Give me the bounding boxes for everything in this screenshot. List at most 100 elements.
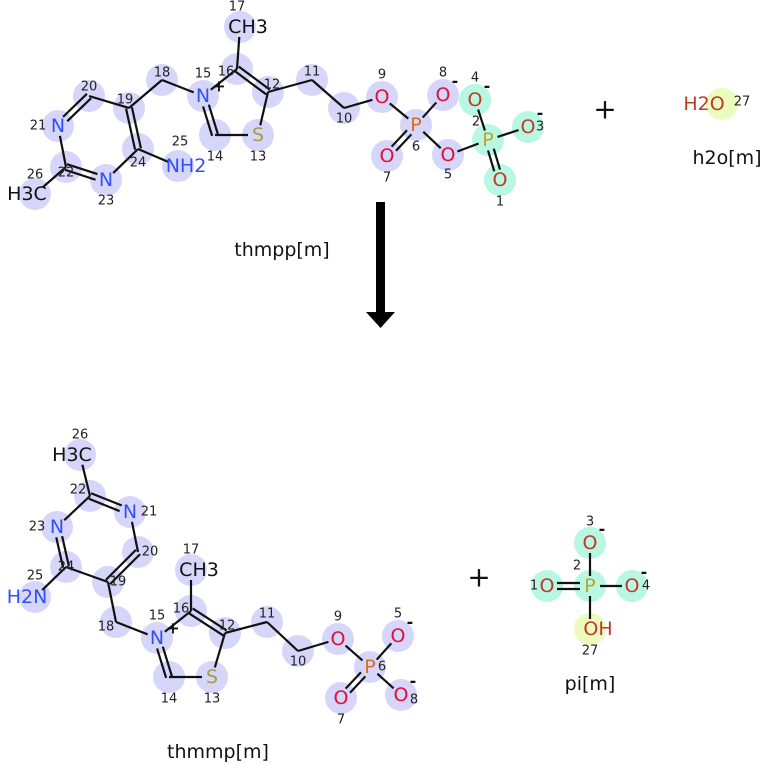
atom-number: 10 bbox=[290, 655, 307, 670]
atom-label: P bbox=[410, 114, 421, 136]
atom-highlight bbox=[187, 80, 219, 112]
atom-number: 1 bbox=[530, 579, 538, 594]
atom-label: O bbox=[441, 144, 456, 166]
double-bond bbox=[390, 129, 413, 152]
single-bond bbox=[58, 135, 68, 168]
atom-label: N bbox=[150, 627, 164, 649]
atom-label: O bbox=[468, 89, 483, 111]
atom-number: 4 bbox=[642, 579, 650, 594]
atom-highlight bbox=[242, 119, 274, 151]
atom-number: 2 bbox=[573, 559, 581, 574]
atom-highlight bbox=[196, 661, 228, 693]
atom-number: 25 bbox=[27, 569, 44, 584]
double-bond bbox=[202, 104, 219, 137]
double-bond bbox=[88, 492, 123, 513]
atom-number: 15 bbox=[195, 67, 212, 82]
atom-label: O bbox=[391, 625, 406, 647]
atom-highlight bbox=[616, 570, 648, 602]
atom-number: 14 bbox=[161, 692, 178, 707]
charge-minus: - bbox=[452, 72, 459, 91]
atom-number: 20 bbox=[81, 80, 98, 95]
atom-number: 19 bbox=[110, 575, 127, 590]
atom-number: 26 bbox=[27, 168, 44, 183]
atom-label: S bbox=[252, 124, 264, 146]
double-bond bbox=[188, 607, 228, 637]
double-bond bbox=[124, 107, 143, 150]
atom-label: N bbox=[123, 501, 137, 523]
atom-number: 22 bbox=[70, 483, 87, 498]
charge-plus: + bbox=[166, 619, 179, 638]
atom-number: 23 bbox=[29, 520, 46, 535]
atom-number: 27 bbox=[734, 95, 751, 110]
single-bond bbox=[422, 131, 442, 149]
atom-label: O bbox=[583, 532, 598, 554]
atom-number: 2 bbox=[472, 115, 480, 130]
atom-number: 18 bbox=[98, 620, 115, 635]
atom-number: 7 bbox=[383, 171, 391, 186]
atom-number: 1 bbox=[496, 195, 504, 210]
atom-number: 26 bbox=[72, 428, 89, 443]
atom-highlight bbox=[574, 570, 606, 602]
single-bond bbox=[210, 68, 238, 91]
atom-label: O bbox=[331, 628, 346, 650]
charge-minus: - bbox=[410, 672, 417, 691]
atom-number: 6 bbox=[412, 140, 420, 155]
atom-number: 15 bbox=[149, 609, 166, 624]
atom-number: 5 bbox=[394, 607, 402, 622]
single-bond bbox=[311, 79, 345, 109]
atom-highlight bbox=[64, 439, 96, 471]
atom-label: N bbox=[50, 516, 64, 538]
atom-label: O bbox=[625, 575, 640, 597]
single-bond bbox=[235, 36, 241, 70]
atom-number: 23 bbox=[98, 194, 115, 209]
atom-label: H3C bbox=[52, 444, 92, 466]
atom-label: N bbox=[51, 115, 65, 137]
atom-highlight bbox=[574, 527, 606, 559]
single-bond bbox=[497, 129, 519, 138]
plus-sign-products: + bbox=[467, 561, 490, 594]
plus-sign-reactants: + bbox=[593, 93, 616, 126]
single-bond bbox=[81, 464, 92, 497]
atom-number: 12 bbox=[264, 78, 281, 93]
single-bond bbox=[477, 109, 486, 131]
atom-number: 17 bbox=[229, 0, 246, 15]
atom-number: 6 bbox=[378, 660, 386, 675]
single-bond bbox=[164, 610, 192, 633]
atom-number: 7 bbox=[337, 713, 345, 728]
atom-label: O bbox=[540, 575, 555, 597]
single-bond bbox=[161, 78, 195, 94]
atom-highlight bbox=[224, 11, 256, 43]
single-bond bbox=[128, 79, 163, 109]
charge-minus: - bbox=[484, 77, 491, 96]
atom-highlight bbox=[371, 140, 403, 172]
atom-number: 3 bbox=[586, 515, 594, 530]
atom-number: 14 bbox=[207, 150, 224, 165]
atom-label: P bbox=[482, 129, 493, 151]
single-bond bbox=[375, 642, 393, 661]
charge-minus: - bbox=[407, 613, 414, 632]
charge-plus: + bbox=[212, 77, 225, 96]
double-bond bbox=[557, 581, 580, 591]
atom-highlight bbox=[706, 88, 738, 120]
double-bond bbox=[156, 646, 173, 679]
atom-number: 10 bbox=[336, 112, 353, 127]
double-bond bbox=[64, 163, 98, 181]
atom-highlight bbox=[459, 84, 491, 116]
atom-label: O bbox=[380, 145, 395, 167]
atom-label: O bbox=[394, 684, 409, 706]
atom-label: O bbox=[493, 169, 508, 191]
atom-highlight bbox=[484, 164, 516, 196]
single-bond bbox=[112, 148, 139, 174]
double-bond bbox=[55, 535, 70, 568]
atom-number: 21 bbox=[141, 505, 158, 520]
single-bond bbox=[106, 581, 118, 623]
atom-highlight bbox=[162, 150, 194, 182]
atom-highlight bbox=[141, 622, 173, 654]
atom-number: 21 bbox=[30, 119, 47, 134]
single-bond bbox=[266, 621, 299, 652]
atom-number: 22 bbox=[58, 166, 75, 181]
atom-number: 9 bbox=[334, 610, 342, 625]
atom-label: P bbox=[584, 575, 595, 597]
atom-number: 3 bbox=[536, 120, 544, 135]
